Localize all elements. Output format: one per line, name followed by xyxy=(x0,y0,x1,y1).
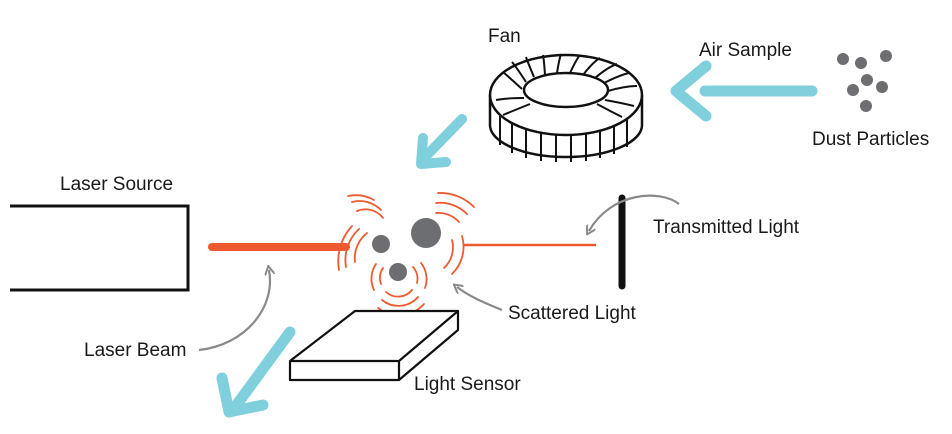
outflow-airflow-arrow xyxy=(216,326,296,418)
transmitted-light-label: Transmitted Light xyxy=(653,217,800,238)
air-sample-arrow xyxy=(670,60,818,122)
light-sensor-icon xyxy=(288,309,460,382)
scattered-light-callout-arrow xyxy=(457,287,503,312)
scattered-light-label: Scattered Light xyxy=(508,303,637,324)
dust-particles-cluster xyxy=(837,50,892,112)
laser-source-box xyxy=(10,204,190,292)
light-sensor-label: Light Sensor xyxy=(414,374,521,395)
fan-icon xyxy=(488,53,644,162)
dust-particles-label: Dust Particles xyxy=(812,129,929,150)
scattered-light-waves xyxy=(337,192,475,317)
laser-beam-label: Laser Beam xyxy=(84,340,186,361)
fan-label: Fan xyxy=(488,26,521,47)
fan-airflow-arrow xyxy=(416,114,467,169)
air-sample-label: Air Sample xyxy=(699,40,792,61)
beam-particles xyxy=(372,218,441,281)
laser-source-label: Laser Source xyxy=(60,174,173,195)
laser-beam-callout-arrow xyxy=(198,270,270,352)
transmitted-light-callout-arrow xyxy=(589,194,680,231)
